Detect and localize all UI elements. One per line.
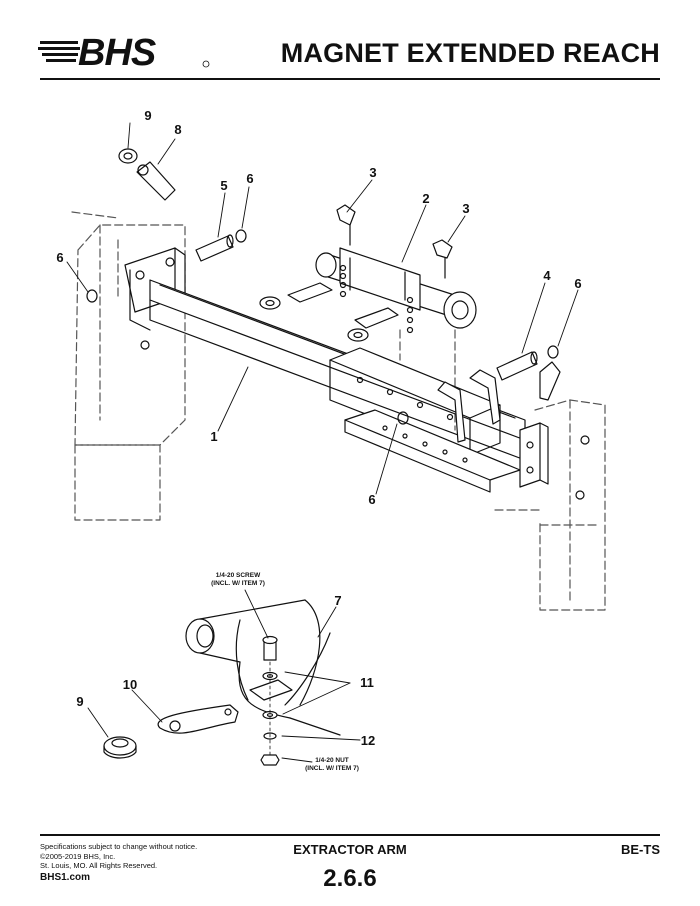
section-name: EXTRACTOR ARM (293, 842, 407, 857)
leader-lines-upper (66, 122, 579, 495)
right-chassis-phantom (399, 329, 606, 611)
callout-12: 12 (361, 733, 375, 748)
pins (195, 234, 538, 381)
copyright-text: ©2005-2019 BHS, Inc. (40, 851, 116, 861)
footer-legal: Specifications subject to change without… (40, 842, 197, 882)
callout-1: 1 (210, 429, 217, 444)
detail-clamp-plate-10 (157, 704, 239, 734)
exploded-parts-diagram: 9 8 5 6 3 2 3 6 4 6 1 6 7 11 12 10 9 1/4… (0, 80, 700, 830)
callout-8: 8 (174, 122, 181, 137)
right-clevis (539, 361, 561, 401)
callout-6-bottom: 6 (368, 492, 375, 507)
header-rule (40, 78, 660, 80)
note-screw-line1: 1/4-20 SCREW (216, 572, 261, 579)
model-code: BE-TS (621, 842, 660, 857)
section-number: 2.6.6 (323, 865, 377, 892)
bhs-logo: BHS (38, 32, 213, 74)
callout-9-bottom: 9 (76, 694, 83, 709)
callout-5: 5 (220, 178, 227, 193)
retaining-clips (86, 229, 559, 425)
leader-lines-lower (87, 589, 361, 763)
callout-7: 7 (334, 593, 341, 608)
sleeve-tabs (437, 369, 501, 443)
note-nut-line1: 1/4-20 NUT (315, 757, 349, 764)
callout-6-left: 6 (56, 250, 63, 265)
note-nut-line2: (INCL. W/ ITEM 7) (305, 765, 359, 772)
callout-4: 4 (543, 268, 551, 283)
callout-6-right: 6 (574, 276, 581, 291)
detail-hardware (249, 635, 293, 766)
page-title: MAGNET EXTENDED REACH (280, 38, 660, 68)
note-screw-line2: (INCL. W/ ITEM 7) (211, 580, 265, 587)
lower-plate (344, 409, 521, 493)
footer-section: EXTRACTOR ARM 2.6.6 (250, 842, 450, 893)
callout-3-left: 3 (369, 165, 376, 180)
grommets (259, 296, 369, 342)
callout-11: 11 (360, 675, 374, 690)
callout-2: 2 (422, 191, 429, 206)
clamp-plate-8 (118, 148, 176, 201)
disclaimer-text: Specifications subject to change without… (40, 842, 198, 851)
address-text: St. Louis, MO. All Rights Reserved. (40, 861, 158, 870)
magnet-cylinder (315, 247, 477, 329)
diagram-canvas: 9 8 5 6 3 2 3 6 4 6 1 6 7 11 12 10 9 1/4… (56, 108, 606, 772)
website-link[interactable]: BHS1.com (40, 871, 91, 883)
callout-10: 10 (123, 677, 137, 692)
footer-rule (40, 834, 660, 836)
right-bracket (519, 422, 590, 500)
detail-grommet-9 (103, 736, 137, 759)
callout-6-top: 6 (246, 171, 253, 186)
detail-cylinder (185, 599, 341, 736)
logo-text: BHS (78, 32, 156, 72)
callout-3-right: 3 (462, 201, 469, 216)
cable-fittings (336, 204, 453, 279)
left-chassis-phantom (71, 211, 186, 521)
callout-9-top: 9 (144, 108, 151, 123)
clamp-plates (287, 264, 414, 334)
